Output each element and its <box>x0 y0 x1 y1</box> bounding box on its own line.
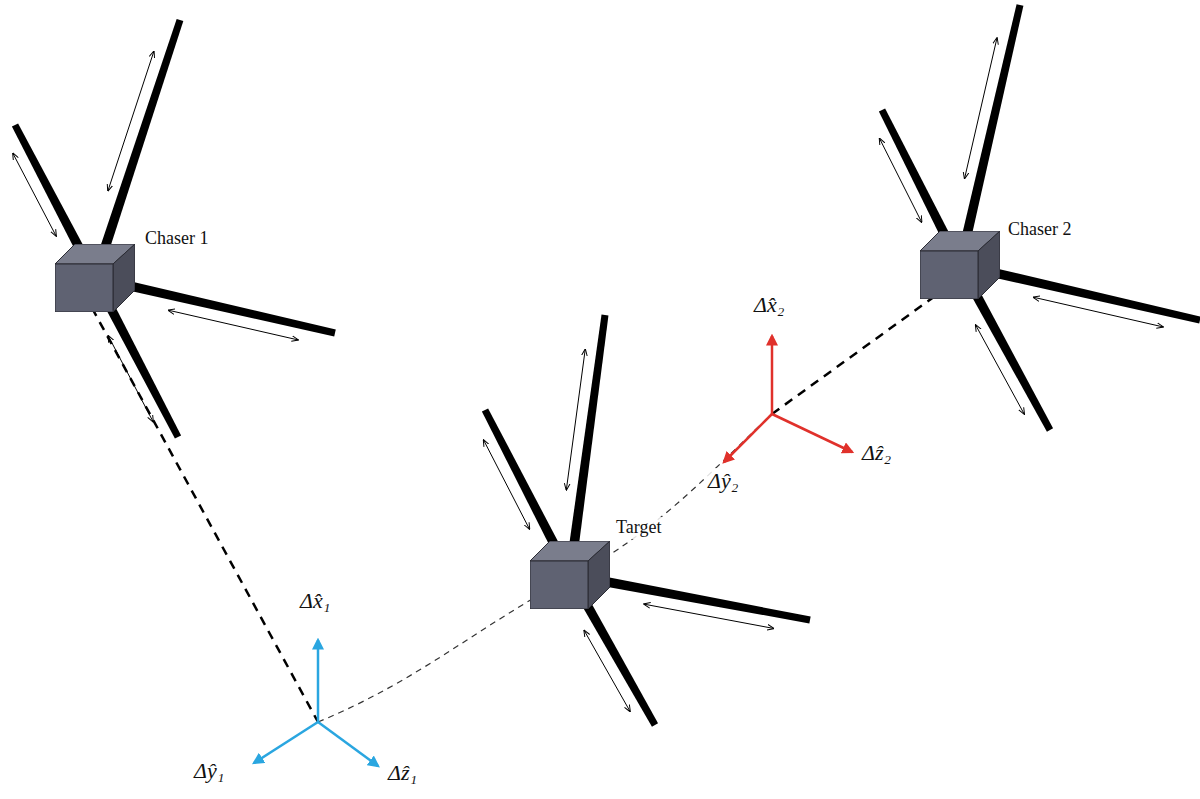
axis-arrow <box>771 336 774 414</box>
axis-arrow <box>317 640 320 722</box>
axis-label: Δx̂₂ <box>752 292 786 318</box>
spacecraft-bus <box>55 244 135 312</box>
axis-label: Δŷ₁ <box>192 758 226 784</box>
cube-face <box>530 561 588 609</box>
axis-label: Δx̂₁ <box>298 588 332 614</box>
extension-arrow <box>484 440 530 529</box>
extension-arrow <box>965 38 997 178</box>
cube-face <box>588 541 610 609</box>
cube-face <box>978 231 1000 299</box>
cube-face <box>55 264 113 312</box>
cube-face <box>920 251 978 299</box>
extension-arrow <box>108 51 154 190</box>
extension-arrow <box>976 325 1025 414</box>
spacecraft: Chaser 1 <box>55 244 212 312</box>
extension-arrow <box>644 604 774 628</box>
axis-arrow <box>254 722 318 763</box>
extension-arrow <box>1033 297 1163 327</box>
extension-arrow <box>13 153 56 236</box>
spacecraft-bus <box>530 541 610 609</box>
spacecraft-name: Chaser 2 <box>1006 219 1073 241</box>
spacecraft: Chaser 2 <box>920 231 1075 299</box>
spacecraft-name: Chaser 1 <box>143 228 210 250</box>
spacecraft-name: Target <box>614 517 663 539</box>
extension-arrow <box>880 138 922 222</box>
orbit-path <box>318 414 772 722</box>
frame-2 <box>724 336 852 462</box>
line-of-sight <box>92 308 318 722</box>
frame-1 <box>254 640 378 766</box>
line-of-sight <box>772 296 935 414</box>
cube-face <box>113 244 135 312</box>
boom <box>565 315 608 576</box>
extension-arrow <box>566 349 585 489</box>
axis-label: Δŷ₂ <box>706 468 740 494</box>
spacecraft: Target <box>530 541 665 609</box>
axis-label: Δẑ₂ <box>860 440 893 466</box>
spacecraft-bus <box>920 231 1000 299</box>
extension-arrow <box>584 630 630 711</box>
boom-group <box>12 4 1200 727</box>
axis-arrow <box>772 414 852 452</box>
axis-label: Δẑ₁ <box>386 760 419 786</box>
extension-arrow <box>168 310 298 340</box>
axis-arrow <box>724 414 772 462</box>
axis-arrow <box>318 722 378 766</box>
